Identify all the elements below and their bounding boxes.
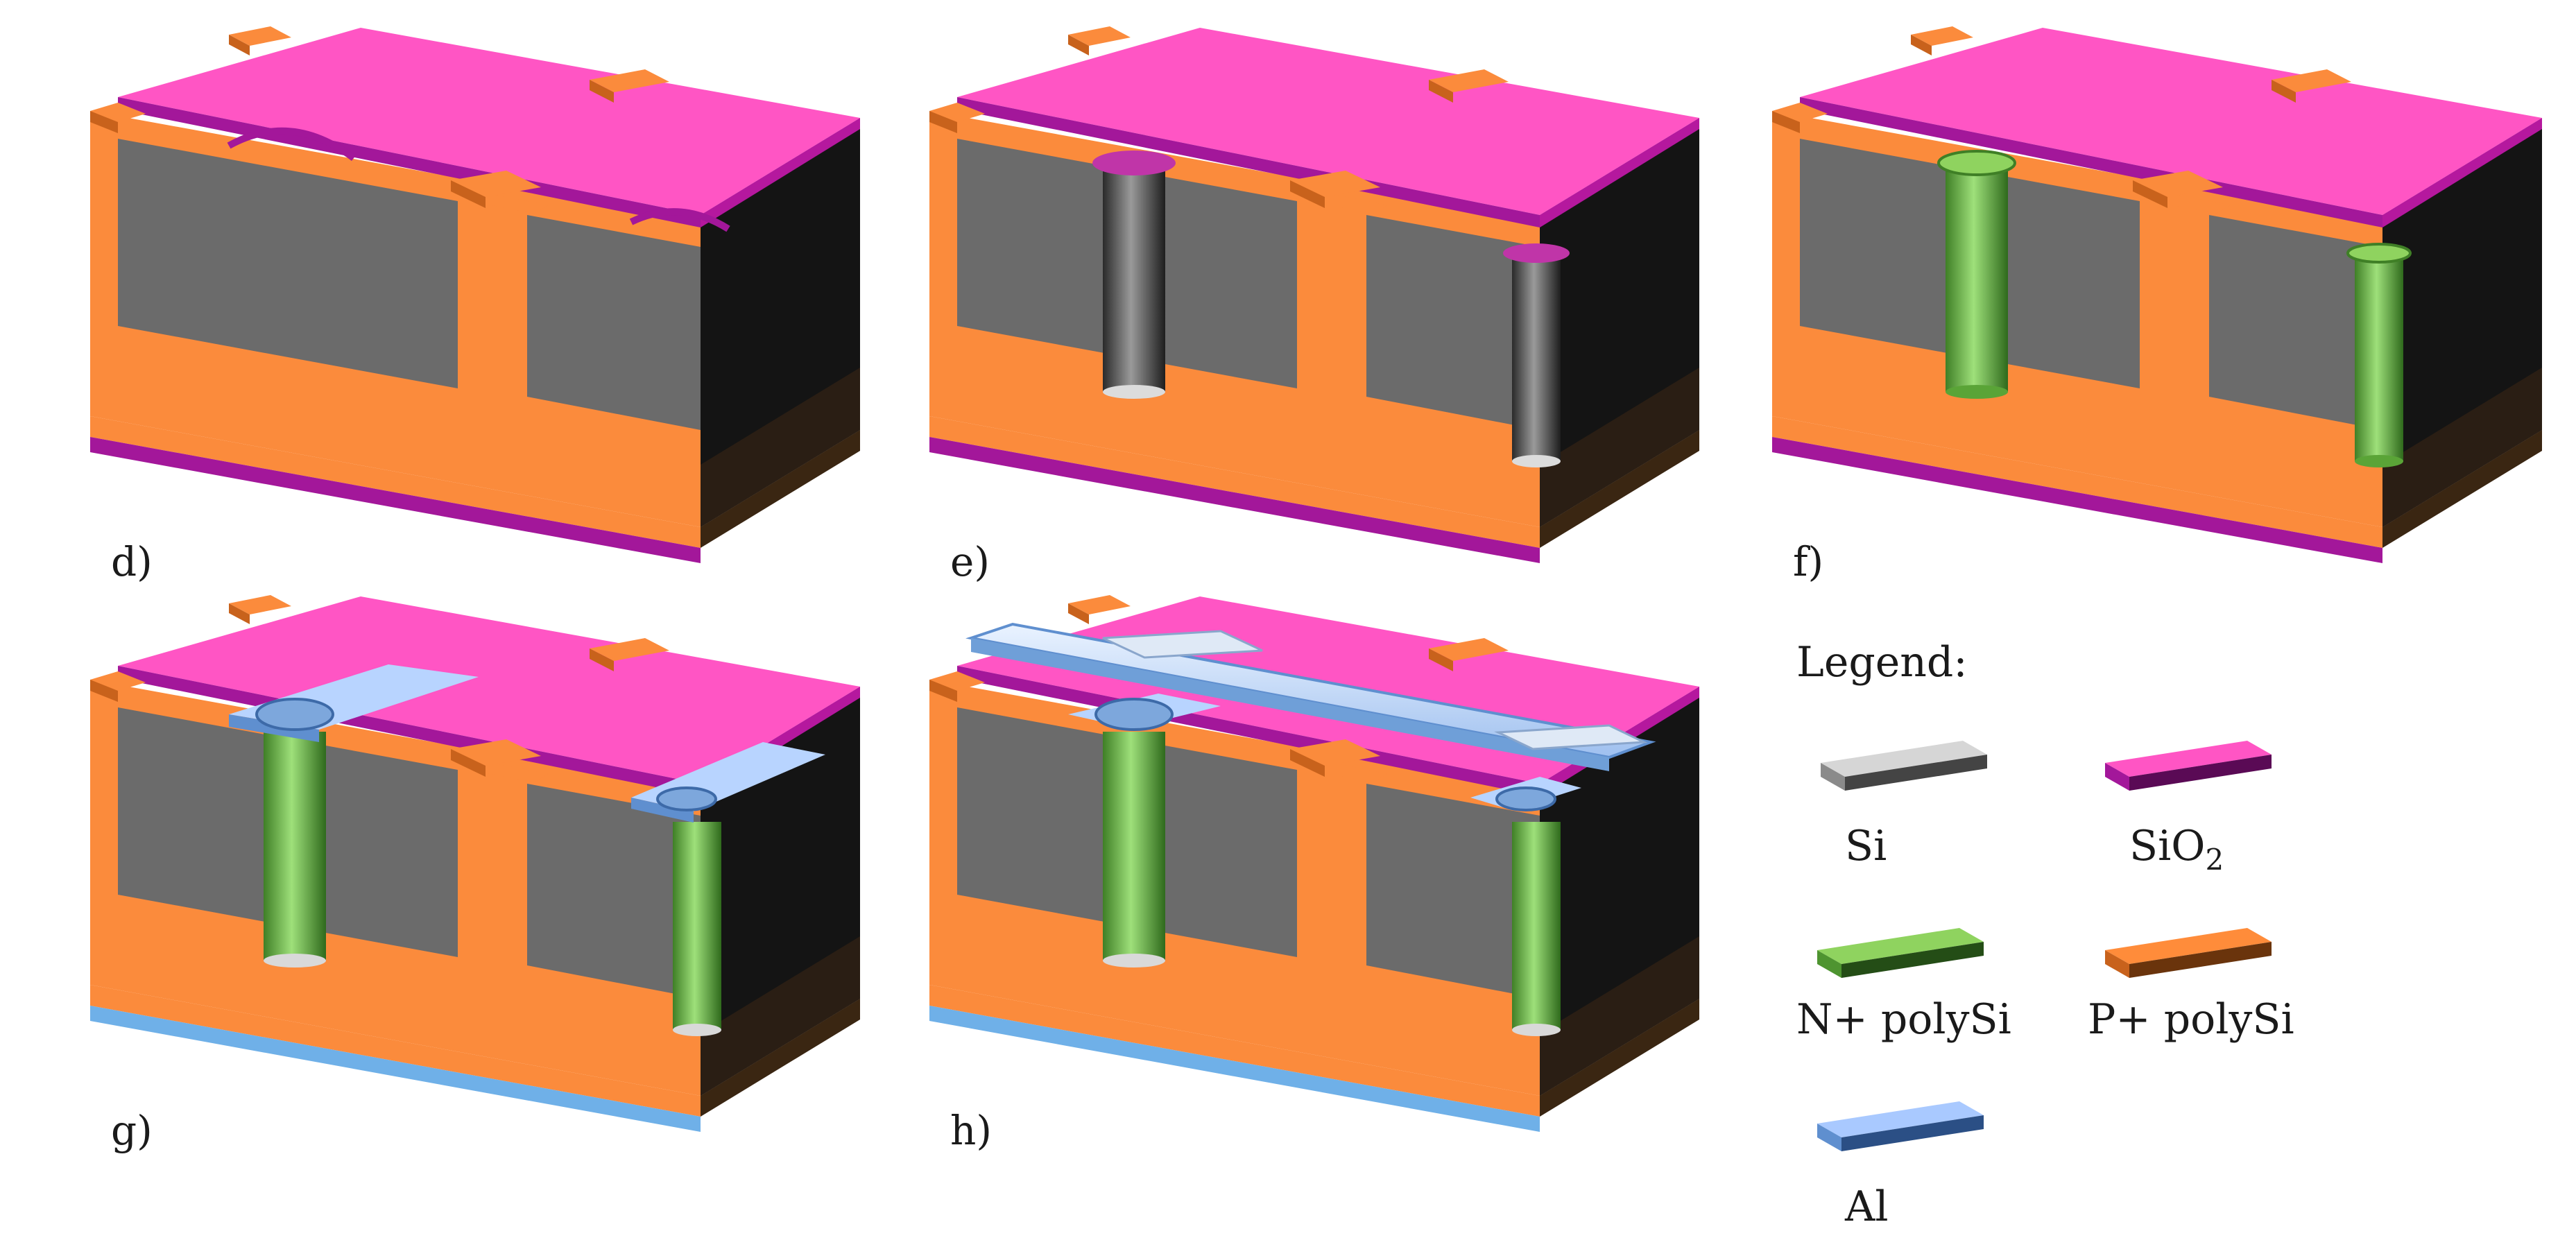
npoly-plug-right bbox=[1512, 822, 1561, 1030]
panel-label-g: g) bbox=[111, 1107, 153, 1154]
npoly-plug-right bbox=[673, 822, 721, 1030]
si-hole-left bbox=[1103, 163, 1165, 392]
panel-label-h: h) bbox=[950, 1107, 992, 1154]
npoly-plug-left bbox=[264, 732, 326, 961]
panel-g: g) bbox=[90, 595, 860, 1154]
panel-e: e) bbox=[929, 26, 1699, 585]
npoly-plug-left bbox=[1103, 732, 1165, 961]
legend-label-sio2: SiO2 bbox=[2129, 822, 2224, 877]
bottom-layer-sio2 bbox=[1772, 437, 2382, 563]
panel-f: f) bbox=[1772, 26, 2542, 585]
legend-label-npoly: N+ polySi bbox=[1796, 995, 2011, 1044]
legend-title: Legend: bbox=[1796, 638, 1968, 687]
legend-label-ppoly: P+ polySi bbox=[2088, 995, 2294, 1044]
legend-label-al: Al bbox=[1844, 1182, 1889, 1231]
bottom-layer-al bbox=[929, 1006, 1540, 1132]
legend-swatch-ppoly bbox=[2105, 928, 2272, 978]
bottom-layer-sio2 bbox=[90, 437, 701, 563]
al-interconnect-bar bbox=[965, 622, 1656, 759]
panel-label-e: e) bbox=[950, 538, 990, 585]
panel-h: h) bbox=[929, 595, 1699, 1154]
npoly-plug-left bbox=[1946, 163, 2008, 392]
legend-swatch-sio2 bbox=[2105, 741, 2272, 791]
panel-label-d: d) bbox=[111, 538, 153, 585]
panel-label-f: f) bbox=[1793, 538, 1823, 585]
npoly-plug-right bbox=[2355, 253, 2403, 461]
legend-label-si: Si bbox=[1845, 822, 1887, 870]
legend-swatch-npoly bbox=[1817, 928, 1984, 978]
si-hole-right bbox=[1512, 253, 1561, 461]
bottom-layer-al bbox=[90, 1006, 701, 1132]
bottom-layer-sio2 bbox=[929, 437, 1540, 563]
legend-swatch-si bbox=[1821, 741, 1987, 791]
legend: Legend: Si SiO2 N+ polySi P+ polySi bbox=[1796, 638, 2294, 1231]
panel-d: d) bbox=[90, 26, 860, 585]
legend-swatch-al bbox=[1817, 1101, 1984, 1151]
